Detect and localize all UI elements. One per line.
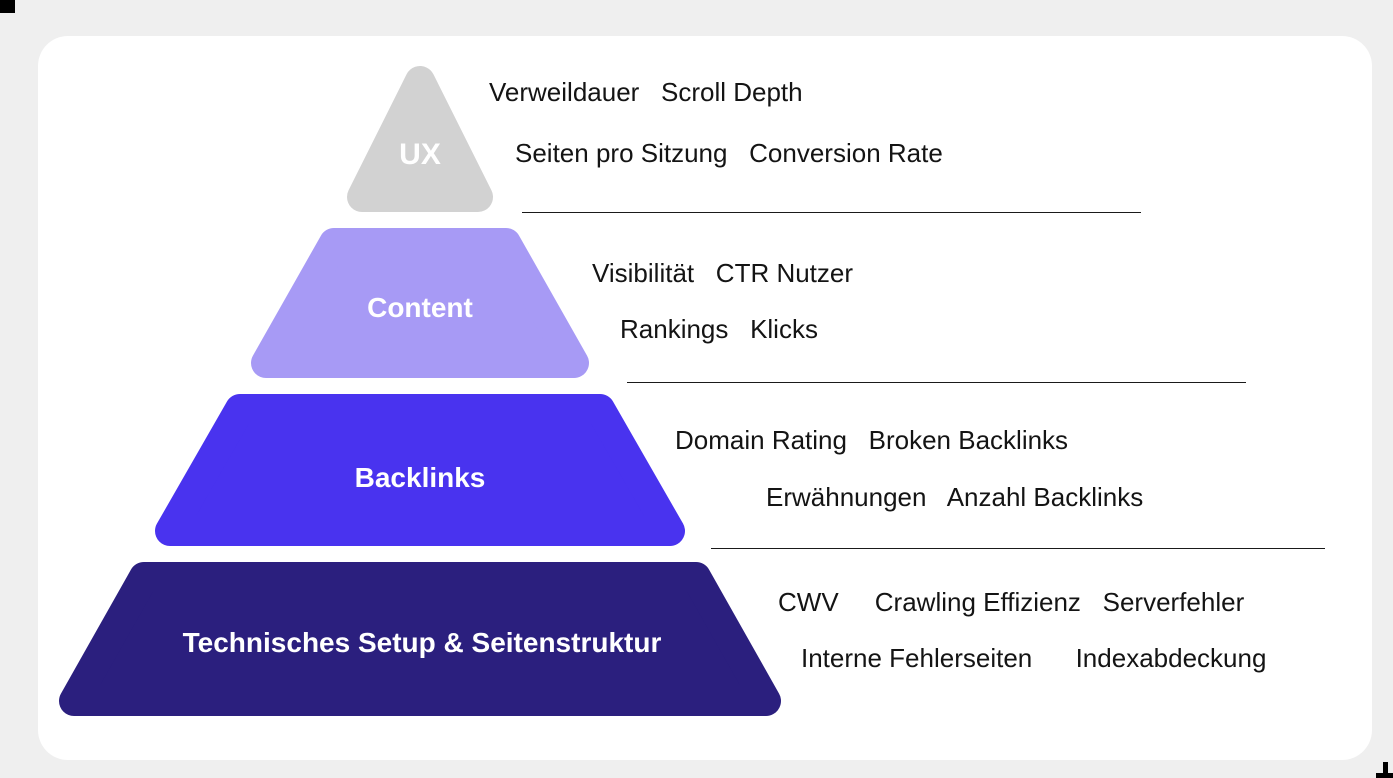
metrics-content-line2: Rankings Klicks (620, 314, 818, 344)
metrics-backlinks-line2: Erwähnungen Anzahl Backlinks (766, 482, 1144, 512)
pyramid-shape-backlinks (155, 394, 685, 546)
pyramid-shape-technical (59, 562, 781, 716)
screenshot-artifact-bottom-right-vertical (1383, 762, 1388, 778)
metrics-content-line1: Visibilität CTR Nutzer (592, 258, 854, 288)
pyramid-diagram (59, 66, 781, 716)
pyramid-shape-ux (347, 66, 493, 212)
metrics-technical-line1: CWV Crawling Effizienz Serverfehler (778, 587, 1245, 617)
metrics-technical-line2: Interne Fehlerseiten Indexabdeckung (801, 643, 1267, 673)
separator-line-1 (522, 212, 1141, 213)
pyramid-label-ux: UX (399, 138, 441, 171)
pyramid-label-content: Content (367, 292, 473, 323)
screenshot-artifact-top-left (0, 0, 15, 13)
metrics-ux-line2: Seiten pro Sitzung Conversion Rate (515, 138, 943, 168)
metrics-backlinks-line1: Domain Rating Broken Backlinks (675, 425, 1069, 455)
pyramid-label-technical: Technisches Setup & Seitenstruktur (182, 627, 662, 658)
pyramid-shape-content (251, 228, 589, 378)
separator-line-2 (627, 382, 1246, 383)
pyramid-label-backlinks: Backlinks (354, 462, 486, 493)
metrics-ux-line1: Verweildauer Scroll Depth (489, 77, 803, 107)
separator-line-3 (711, 548, 1325, 549)
